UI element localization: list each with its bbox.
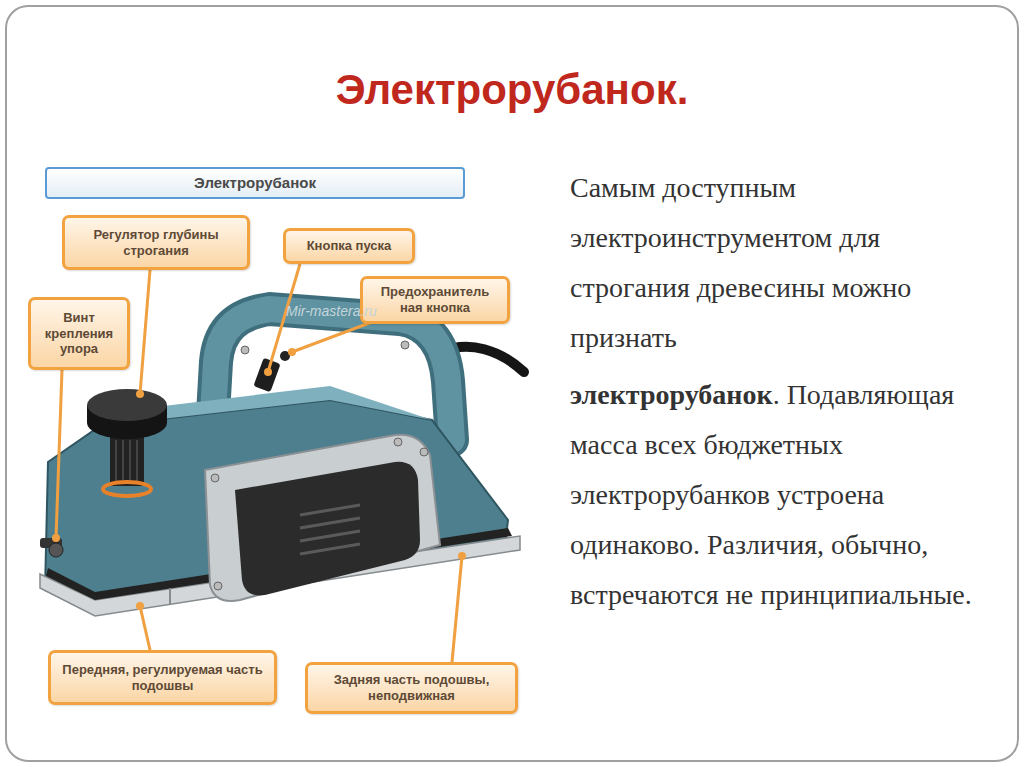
planer-body bbox=[45, 400, 508, 610]
callout-text: Задняя часть подошвы, неподвижная bbox=[315, 672, 508, 704]
part-callout: Передняя, регулируемая часть подошвы bbox=[48, 650, 277, 705]
drawing-part bbox=[56, 370, 62, 538]
sole-split bbox=[169, 588, 171, 604]
drawing-part bbox=[115, 440, 117, 482]
knob-cap-top bbox=[87, 389, 167, 421]
drawing-part bbox=[129, 440, 131, 484]
part-callout: Регулятор глубины строгания bbox=[62, 215, 250, 270]
drawing-part bbox=[214, 582, 222, 590]
watermark: Mir-mastera.ru bbox=[286, 303, 377, 319]
drawing-part bbox=[140, 270, 150, 394]
drawing-part bbox=[458, 552, 466, 560]
side-cover bbox=[205, 435, 440, 601]
trigger bbox=[253, 358, 280, 392]
drawing-part bbox=[300, 531, 360, 541]
drawing-part bbox=[211, 474, 219, 482]
drawing-part bbox=[420, 448, 428, 456]
drawing-part bbox=[300, 505, 360, 515]
leader-dots bbox=[52, 348, 466, 610]
drawing-part bbox=[292, 322, 372, 352]
callout-text: Кнопка пуска bbox=[307, 238, 392, 254]
knob-ring bbox=[103, 482, 151, 496]
drawing-part bbox=[300, 544, 360, 554]
bold-term: электрорубанок bbox=[570, 379, 773, 410]
drawing-part bbox=[401, 341, 409, 349]
drawing-part bbox=[52, 534, 60, 542]
body-text: . Подавляющая масса всех бюджетных элект… bbox=[570, 379, 972, 610]
drawing-part bbox=[140, 606, 150, 650]
drawing-part bbox=[136, 390, 144, 398]
body-paragraph: Самым доступным электроинструментом для … bbox=[570, 163, 990, 363]
callout-text: Регулятор глубины строгания bbox=[72, 227, 240, 259]
callout-text: Предохранитель ная кнопка bbox=[370, 284, 500, 316]
knob-ribs bbox=[116, 440, 137, 484]
callout-text: Передняя, регулируемая часть подошвы bbox=[58, 662, 267, 694]
drawing-part bbox=[122, 440, 124, 484]
front-screw bbox=[49, 543, 63, 557]
part-callout: Винт крепления упора bbox=[28, 297, 130, 370]
drawing-part bbox=[300, 518, 360, 528]
vent-slots bbox=[300, 505, 360, 554]
diagram-header: Электрорубанок bbox=[45, 167, 465, 199]
callout-text: Винт крепления упора bbox=[38, 310, 120, 358]
drawing-part bbox=[136, 440, 138, 482]
slide-title: Электрорубанок. bbox=[0, 66, 1024, 114]
drawing-part bbox=[264, 368, 272, 376]
drawing-part bbox=[452, 556, 462, 662]
part-callout: Задняя часть подошвы, неподвижная bbox=[305, 662, 518, 714]
body-paragraph: электрорубанок. Подавляющая масса всех б… bbox=[570, 370, 990, 620]
part-callout: Предохранитель ная кнопка bbox=[360, 276, 510, 324]
drawing-part bbox=[241, 346, 249, 354]
callout-text: Электрорубанок bbox=[194, 174, 316, 192]
slide-frame bbox=[6, 6, 1018, 761]
body-text: Самым доступным электроинструментом для … bbox=[570, 172, 911, 353]
screws bbox=[211, 341, 428, 590]
drawing-part bbox=[288, 348, 296, 356]
part-callout: Кнопка пуска bbox=[283, 228, 415, 264]
belt-cover bbox=[235, 462, 420, 596]
drawing-part bbox=[136, 602, 144, 610]
drawing-part bbox=[394, 438, 402, 446]
